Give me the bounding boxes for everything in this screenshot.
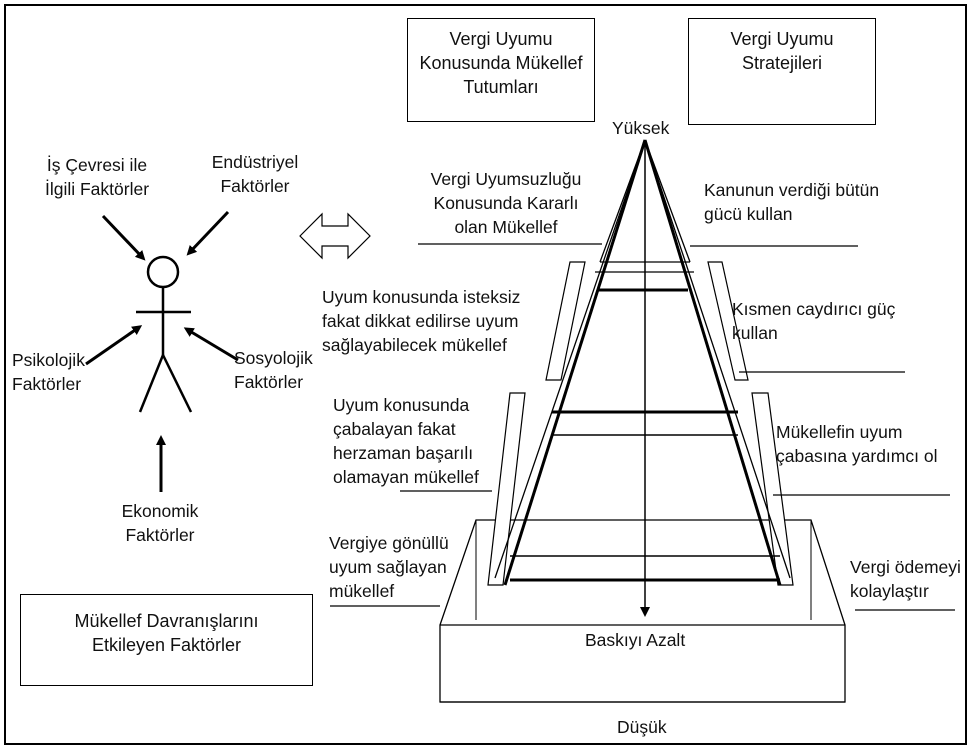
arrow-psychological [85,325,143,366]
pyramid-edges [494,139,791,586]
axis-top-label: Yüksek [612,118,670,138]
figure-frame [4,4,967,745]
attitudes-header-line: Tutumları [463,77,539,97]
strategies-header-box: Vergi Uyumu Stratejileri [688,18,876,125]
strategies-header-line: Stratejileri [741,53,822,73]
attitudes-header-box: Vergi Uyumu Konusunda Mükellef Tutumları [407,18,595,122]
attitudes-header-line: Konusunda Mükellef [419,53,583,73]
factors-box-line: Mükellef Davranışlarını [74,611,259,631]
strategies-header-line: Vergi Uyumu [730,29,834,49]
arrow-business [101,214,146,261]
pressure-arrow-label: Baskıyı Azalt [585,630,686,650]
double-arrow-icon [299,212,371,260]
arrow-industrial [186,210,230,256]
axis-bottom-label: Düşük [617,717,667,737]
pyramid-side-panels [487,261,794,586]
attitudes-header-line: Vergi Uyumu [449,29,553,49]
factors-box: Mükellef Davranışlarını Etkileyen Faktör… [20,594,313,686]
leader-lines [330,243,955,611]
person-figure [136,255,193,413]
factors-box-line: Etkileyen Faktörler [91,635,242,655]
arrow-sociological [183,327,239,362]
factor-arrows [85,210,239,492]
